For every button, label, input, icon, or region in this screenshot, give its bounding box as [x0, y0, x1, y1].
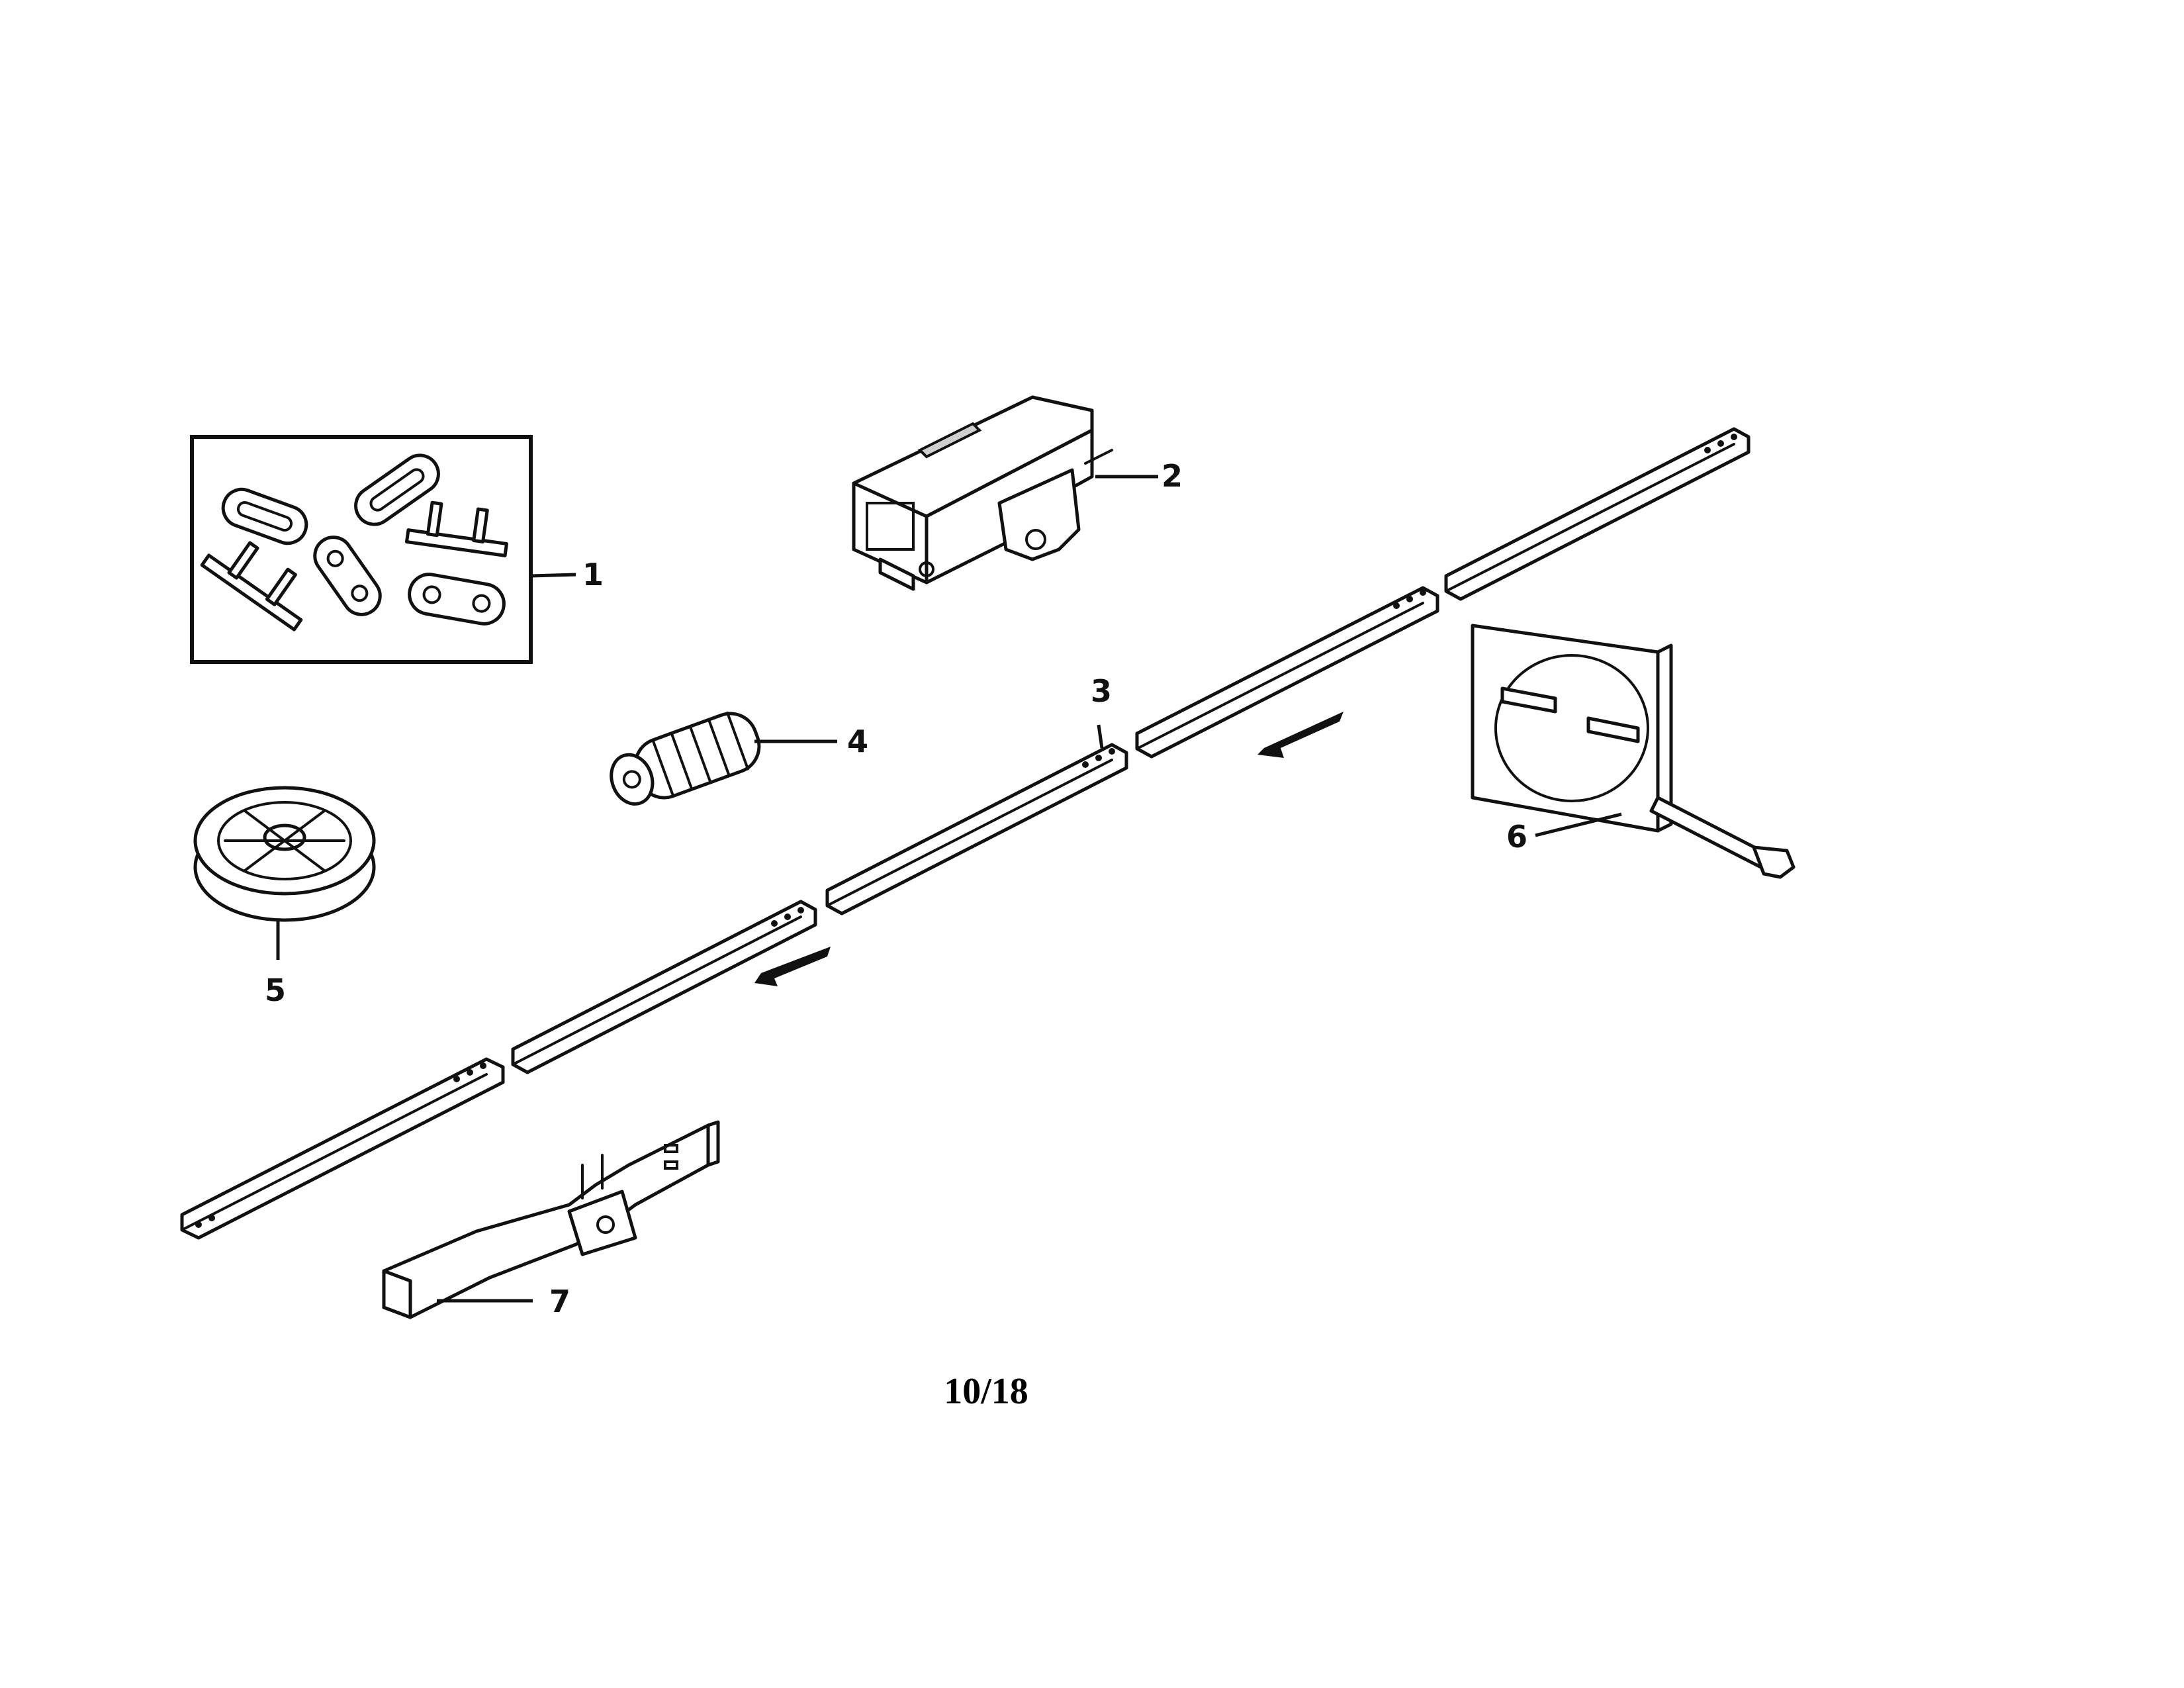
part-7-rail-bracket: [382, 1120, 720, 1319]
callout-label-1: 1: [582, 557, 604, 592]
part-1-chain-link-kit: [190, 435, 576, 664]
part-6-door-bracket: [1471, 624, 1796, 879]
callout-label-5: 5: [265, 972, 286, 1008]
callout-label-6: 6: [1506, 819, 1527, 855]
callout-label-4: 4: [847, 724, 868, 759]
part-2-trolley: [852, 395, 1158, 591]
page-number: 10/18: [944, 1371, 1028, 1412]
part-3-rail-assembly: [180, 427, 1751, 1240]
part-4-worm-gear: [610, 711, 837, 806]
callout-label-3: 3: [1091, 673, 1112, 709]
part-5-pulley: [193, 786, 376, 960]
callout-label-7: 7: [549, 1284, 570, 1319]
callout-label-2: 2: [1161, 458, 1183, 494]
